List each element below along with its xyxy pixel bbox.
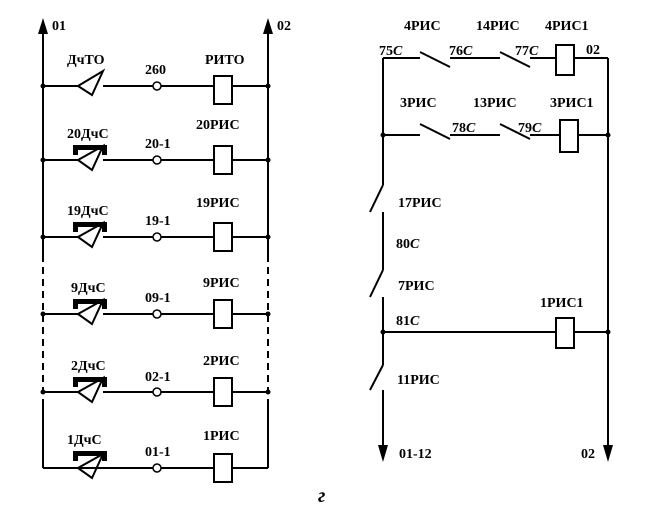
wire-node bbox=[152, 463, 162, 473]
bottom-left-label: 01-12 bbox=[399, 447, 432, 462]
sensor-label: 20ДчС bbox=[67, 127, 109, 142]
wire-node bbox=[152, 81, 162, 91]
sensor-bar bbox=[73, 451, 107, 456]
left-ladder: 01 02 ДчТО 260 РИТО bbox=[38, 18, 291, 483]
wire-label: 260 bbox=[145, 63, 166, 78]
wire-node bbox=[152, 232, 162, 242]
wire-node bbox=[152, 309, 162, 319]
relay-coil bbox=[213, 75, 233, 105]
wire-label: 80С bbox=[396, 237, 420, 252]
relay-coil bbox=[555, 44, 575, 76]
coil-label: 1РИС1 bbox=[540, 296, 584, 311]
relay-label: 19РИС bbox=[196, 196, 240, 211]
contact-switch bbox=[369, 184, 384, 213]
ladder-rung: 1ДчС 01-1 1РИС bbox=[43, 429, 240, 483]
wire-label: 20-1 bbox=[145, 137, 171, 152]
relay-coil bbox=[213, 299, 233, 329]
bottom-right-label: 02 bbox=[581, 447, 595, 462]
ladder-rung: 9ДчС 09-1 9РИС bbox=[40, 276, 271, 329]
left-bus-label: 01 bbox=[52, 19, 66, 34]
sensor-bar bbox=[73, 222, 107, 227]
contact-switch bbox=[499, 123, 531, 140]
ladder-rung: ДчТО 260 РИТО bbox=[40, 53, 271, 105]
contact-switch bbox=[419, 123, 451, 140]
wire-node bbox=[152, 155, 162, 165]
contact-switch bbox=[419, 51, 451, 68]
relay-coil bbox=[213, 222, 233, 252]
down-arrow-icon bbox=[603, 445, 613, 462]
wire-label: 75С bbox=[379, 44, 403, 59]
relay-coil bbox=[213, 453, 233, 483]
sensor-bar bbox=[73, 377, 107, 382]
ladder-rung: 20ДчС 20-1 20РИС bbox=[40, 118, 271, 175]
ladder-rung: 19ДчС 19-1 19РИС bbox=[40, 196, 271, 252]
coil-label: 3РИС1 bbox=[550, 96, 594, 111]
wire-label: 81С bbox=[396, 314, 420, 329]
relay-coil bbox=[213, 377, 233, 407]
relay-coil bbox=[213, 145, 233, 175]
sensor-label: 19ДчС bbox=[67, 204, 109, 219]
wire-label: 19-1 bbox=[145, 214, 171, 229]
wire-node bbox=[152, 387, 162, 397]
relay-coil bbox=[555, 317, 575, 349]
sensor-bar bbox=[73, 145, 107, 150]
contact-label: 3РИС bbox=[400, 96, 437, 111]
contact-label: 7РИС bbox=[398, 279, 435, 294]
figure-caption: г bbox=[318, 485, 325, 507]
sensor-bar bbox=[73, 299, 107, 304]
wire-label: 77С bbox=[515, 44, 539, 59]
left-bus-arrow bbox=[38, 18, 48, 34]
relay-label: РИТО bbox=[205, 53, 245, 68]
relay-label: 2РИС bbox=[203, 354, 240, 369]
contact-label: 4РИС bbox=[404, 19, 441, 34]
sensor-label: ДчТО bbox=[67, 53, 105, 68]
sensor-label: 1ДчС bbox=[67, 433, 102, 448]
bus-label: 02 bbox=[586, 43, 600, 58]
contact-label: 14РИС bbox=[476, 19, 520, 34]
right-bus-label: 02 bbox=[277, 19, 291, 34]
sensor-label: 9ДчС bbox=[71, 281, 106, 296]
ladder-rung: 2ДчС 02-1 2РИС bbox=[40, 354, 271, 407]
sensor-label: 2ДчС bbox=[71, 359, 106, 374]
relay-label: 1РИС bbox=[203, 429, 240, 444]
wire-label: 79С bbox=[518, 121, 542, 136]
contact-switch bbox=[369, 364, 384, 391]
relay-coil bbox=[559, 119, 579, 153]
coil-label: 4РИС1 bbox=[545, 19, 589, 34]
wire-label: 76С bbox=[449, 44, 473, 59]
right-circuit: 4РИС 14РИС 4РИС1 75С 76С 77С 02 3РИС 13Р… bbox=[369, 19, 613, 462]
contact-label: 17РИС bbox=[398, 196, 442, 211]
right-bus-arrow bbox=[263, 18, 273, 34]
contact-switch bbox=[369, 269, 384, 298]
contact-switch bbox=[499, 51, 531, 68]
contact-label: 13РИС bbox=[473, 96, 517, 111]
relay-label: 9РИС bbox=[203, 276, 240, 291]
wire-label: 78С bbox=[452, 121, 476, 136]
wire-label: 01-1 bbox=[145, 445, 171, 460]
wire-label: 02-1 bbox=[145, 370, 171, 385]
relay-label: 20РИС bbox=[196, 118, 240, 133]
wire-label: 09-1 bbox=[145, 291, 171, 306]
contact-label: 11РИС bbox=[397, 373, 440, 388]
down-arrow-icon bbox=[378, 445, 388, 462]
